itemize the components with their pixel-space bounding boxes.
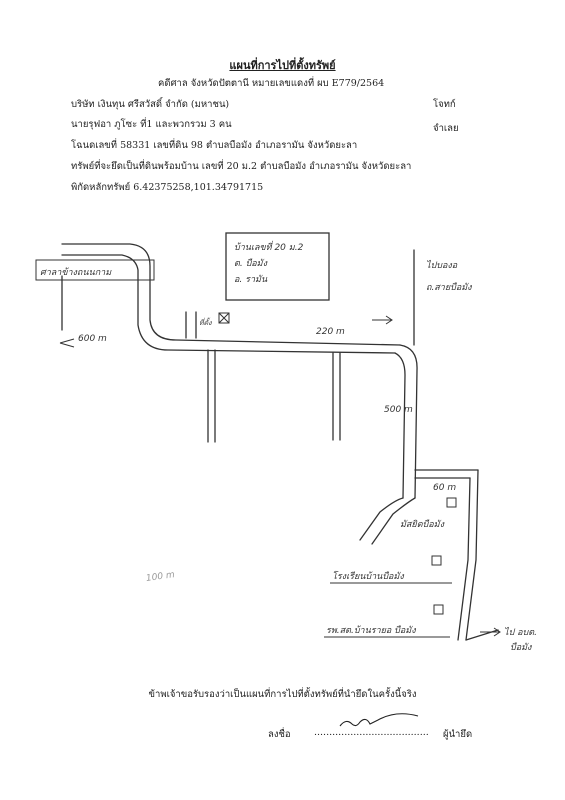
sign-dots: ......................................: [314, 727, 429, 738]
coords-line: พิกัดหลักทรัพย์ 6.42375258,101.34791715: [71, 182, 264, 193]
clinic-label: รพ.สต.บ้านรายอ บือมัง: [326, 626, 416, 636]
arrow-right-icon: [372, 315, 393, 325]
left-place-box: [35, 259, 155, 281]
signature: [339, 713, 419, 727]
plaintiff: บริษัท เงินทุน ศรีสวัสดิ์ จำกัด (มหาชน): [71, 99, 230, 110]
right-bottom-2: บือมัง: [510, 643, 532, 653]
property-cross-icon: [218, 312, 230, 324]
house-line-3: อ. รามัน: [234, 275, 268, 285]
property-line: ทรัพย์ที่จะยึดเป็นที่ดินพร้อมบ้าน เลขที่…: [71, 161, 412, 172]
distance-500: 500 m: [384, 405, 413, 415]
house-line-2: ต. บือมัง: [234, 259, 268, 269]
property-marker-icon: [218, 312, 230, 324]
road-lines: [61, 243, 499, 641]
house-box: [225, 232, 330, 301]
house-line-1: บ้านเลขที่ 20 ม.2: [234, 243, 304, 253]
arrow-bottom-right-icon: [480, 627, 501, 637]
defendant-role: จำเลย: [433, 123, 459, 134]
arrow-left-icon: [59, 338, 75, 348]
left-place-label: ศาลาข้างถนนกาม: [40, 268, 112, 278]
distance-220: 220 m: [316, 327, 345, 337]
mosque-marker-icon: [446, 497, 457, 508]
deed-line: โฉนดเลขที่ 58331 เลขที่ดิน 98 ตำบลบือมัง…: [71, 140, 358, 151]
school-label: โรงเรียนบ้านบือมัง: [332, 572, 404, 582]
right-top-2: ถ.สายบือมัง: [426, 283, 472, 293]
defendant: นายรุฟอา ภูโซะ ที่1 และพวกรวม 3 คน: [71, 119, 232, 130]
clinic-marker-icon: [433, 604, 444, 615]
plaintiff-role: โจทก์: [433, 99, 456, 110]
document-title: แผนที่การไปที่ตั้งทรัพย์: [229, 59, 336, 72]
right-top-1: ไปบองอ: [426, 261, 458, 271]
signer-role: ผู้นำยึด: [443, 729, 473, 740]
mosque-label: มัสยิดบือมัง: [400, 520, 444, 530]
property-small-label: ที่ตั้ง: [199, 319, 212, 327]
case-line: คดีศาล จังหวัดปัตตานี หมายเลขแดงที่ ผบ E…: [158, 78, 385, 89]
distance-60: 60 m: [433, 483, 457, 493]
distance-600: 600 m: [78, 334, 107, 344]
school-marker-icon: [431, 555, 442, 566]
sign-label: ลงชื่อ: [268, 729, 291, 740]
certification-statement: ข้าพเจ้าขอรับรองว่าเป็นแผนที่การไปที่ตั้…: [148, 689, 417, 700]
right-bottom-1: ไป อบต.: [504, 628, 537, 638]
